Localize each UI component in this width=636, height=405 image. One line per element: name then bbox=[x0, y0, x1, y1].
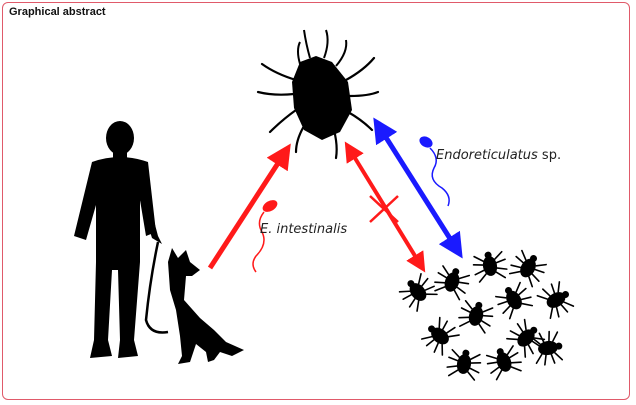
endoreticulatus-label: Endoreticulatus sp. bbox=[436, 148, 561, 163]
tick-icon bbox=[258, 30, 378, 158]
human-silhouette-icon bbox=[74, 121, 162, 358]
blue-double-arrow bbox=[380, 128, 456, 248]
blocked-cross-icon bbox=[370, 196, 398, 222]
e-intestinalis-label: E. intestinalis bbox=[260, 222, 347, 237]
red-arrow-transmission bbox=[210, 154, 284, 268]
dog-silhouette-icon bbox=[168, 248, 244, 364]
tick-cluster-icon bbox=[396, 247, 576, 380]
leash bbox=[146, 242, 168, 333]
